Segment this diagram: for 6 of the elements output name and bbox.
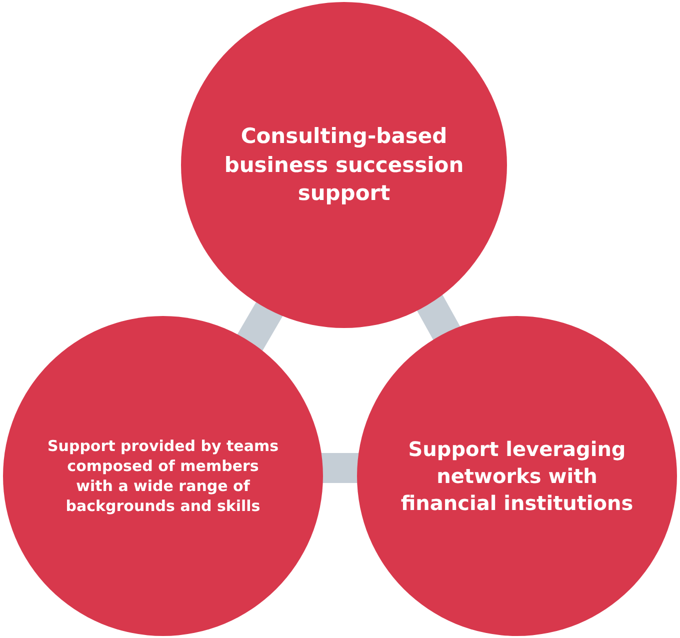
connector-bar bbox=[321, 453, 359, 483]
connector-bar bbox=[416, 294, 460, 342]
node-label: Support provided by teams composed of members with a wide range of backgrounds and skills bbox=[47, 436, 279, 516]
connector-bar bbox=[236, 300, 283, 352]
node-label: Consulting-based business succession support bbox=[223, 123, 465, 208]
node-label: Support leveraging networks with financial institutions bbox=[400, 436, 634, 516]
